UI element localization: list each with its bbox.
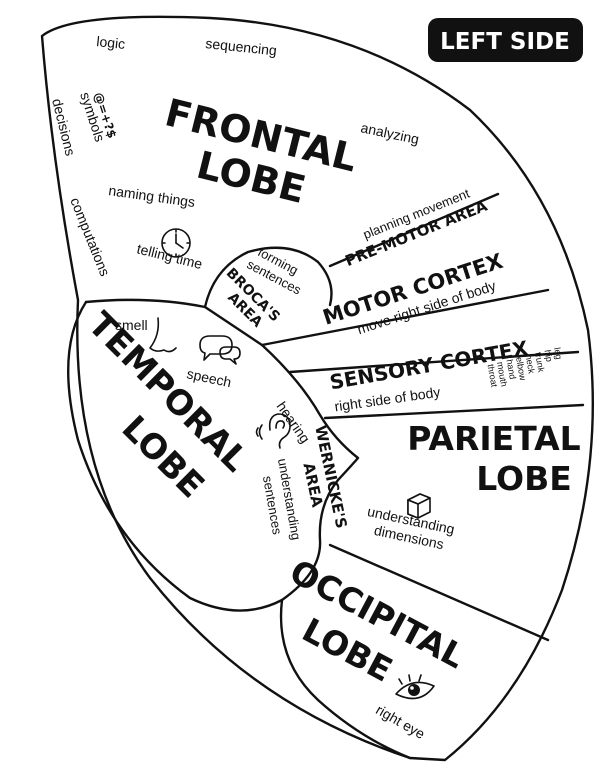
cube-icon — [407, 493, 431, 519]
frontal-note-analyzing: analyzing — [359, 119, 420, 147]
hemisphere-outline — [40, 15, 595, 762]
sensory-part-trunk: trunk — [533, 351, 546, 373]
left-side-badge — [428, 18, 583, 62]
sensory-part-throat: throat — [486, 363, 500, 388]
occipital-note: right eye — [373, 701, 428, 742]
occipital-inner-border — [279, 598, 412, 760]
sensory-part-neck: neck — [524, 354, 537, 375]
frontal-note-computations: computations — [67, 195, 113, 278]
premotor-divider — [328, 192, 500, 268]
frontal-note-logic: logic — [96, 33, 126, 52]
clock-icon — [161, 228, 191, 258]
sensory-divider — [288, 350, 580, 374]
parietal-lobe-title-line2: LOBE — [476, 459, 572, 498]
temporal-lobe-outline — [67, 300, 360, 612]
motor-divider — [260, 288, 550, 347]
sensory-part-mouth: mouth — [495, 361, 509, 387]
broca-area-border — [203, 246, 333, 309]
frontal-note-naming-things: naming things — [108, 182, 197, 210]
speech-bubbles-icon — [199, 335, 241, 365]
parietal-lobe-title-line1: PARIETAL — [407, 419, 580, 458]
sensory-part-elbow: elbow — [514, 356, 528, 381]
ear-icon — [255, 413, 291, 449]
frontal-temporal-boundary — [84, 298, 264, 347]
sensory-part-hip: hip — [543, 349, 555, 363]
temporal-note-hearing: hearing — [274, 399, 314, 446]
temporal-note-speech: speech — [185, 365, 232, 390]
sensory-part-hand: hand — [505, 359, 518, 380]
frontal-note-sequencing: sequencing — [205, 35, 278, 58]
occipital-divider — [328, 543, 550, 642]
sensory-part-leg: leg — [552, 347, 564, 361]
temporal-note-smell: smell — [115, 317, 148, 333]
nose-icon — [149, 317, 177, 353]
parietal-divider — [323, 403, 585, 420]
eye-icon — [395, 674, 435, 700]
left-side-badge-label: LEFT SIDE — [440, 29, 570, 55]
